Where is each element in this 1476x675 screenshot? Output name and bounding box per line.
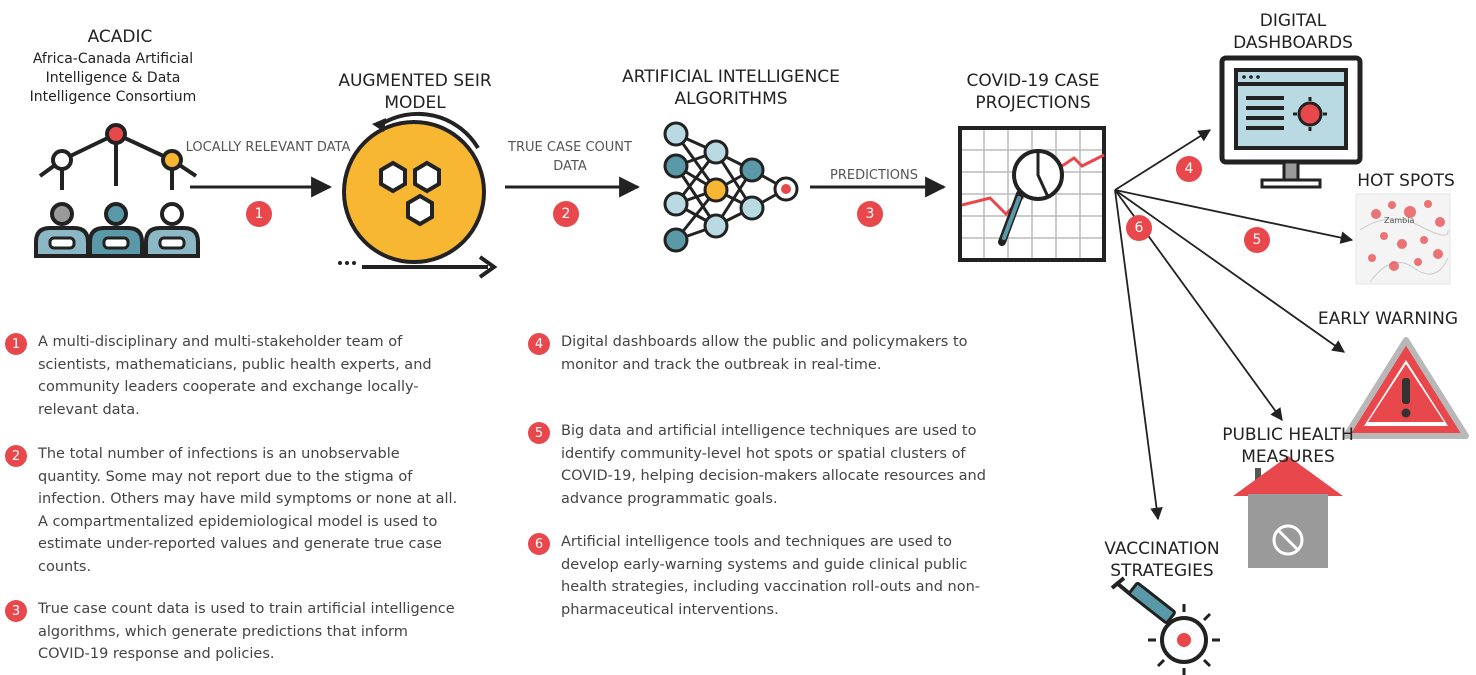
legend-number: 4 — [528, 333, 550, 355]
public-health-house-icon — [1233, 456, 1343, 568]
hotspot-map-icon — [1355, 193, 1451, 285]
team-network-icon — [34, 123, 200, 258]
measures-title: PUBLIC HEALTH MEASURES — [1222, 425, 1354, 467]
legend-number: 3 — [5, 600, 27, 622]
flow-label-3: PREDICTIONS — [830, 168, 918, 183]
legend-text: Digital dashboards allow the public and … — [561, 334, 968, 373]
step-badge-2: 2 — [553, 201, 579, 227]
vaccine-syringe-icon — [1110, 576, 1220, 675]
step-badge-4: 4 — [1176, 156, 1202, 182]
legend-number: 6 — [528, 533, 550, 555]
step-badge-3: 3 — [857, 201, 883, 227]
legend-text: Big data and artificial intelligence tec… — [561, 423, 986, 507]
warning-title: EARLY WARNING — [1317, 309, 1459, 329]
branch-arrow-dashboards — [1114, 129, 1212, 191]
branch-arrow-hotspots — [1114, 189, 1354, 244]
step-badge-5: 5 — [1244, 227, 1270, 253]
legend-text: A multi-disciplinary and multi-stakehold… — [38, 334, 432, 418]
warning-triangle-icon — [1343, 337, 1469, 439]
neural-network-icon — [663, 121, 799, 253]
seir-title: AUGMENTED SEIR MODEL — [338, 71, 492, 113]
projections-title: COVID-19 CASE PROJECTIONS — [966, 71, 1100, 113]
dashboard-monitor-icon — [1219, 55, 1363, 189]
hotspots-title: HOT SPOTS — [1357, 171, 1455, 191]
legend-number: 2 — [5, 445, 27, 467]
ai-title: ARTIFICIAL INTELLIGENCE ALGORITHMS — [622, 67, 840, 109]
flow-label-1: LOCALLY RELEVANT DATA — [185, 140, 351, 155]
acadic-title: ACADIC — [87, 27, 153, 47]
branch-arrow-vaccination — [1114, 189, 1163, 521]
flow-label-2: TRUE CASE COUNT DATA — [508, 140, 632, 174]
step-badge-1: 1 — [246, 201, 272, 227]
acadic-subtitle: Africa-Canada Artificial Intelligence & … — [29, 51, 197, 105]
legend-number: 5 — [528, 422, 550, 444]
map-label: Zambia — [1384, 216, 1415, 225]
projection-chart-icon — [958, 126, 1106, 262]
legend-number: 1 — [5, 333, 27, 355]
dashboards-title: DIGITAL DASHBOARDS — [1233, 11, 1353, 53]
legend-text: Artificial intelligence tools and techni… — [561, 534, 981, 618]
legend-text: True case count data is used to train ar… — [38, 601, 455, 662]
legend-text: The total number of infections is an uno… — [38, 446, 458, 575]
branch-arrow-warning — [1114, 189, 1346, 353]
step-badge-6: 6 — [1126, 215, 1152, 241]
seir-model-icon — [338, 111, 498, 279]
vaccination-title: VACCINATION STRATEGIES — [1104, 539, 1220, 581]
